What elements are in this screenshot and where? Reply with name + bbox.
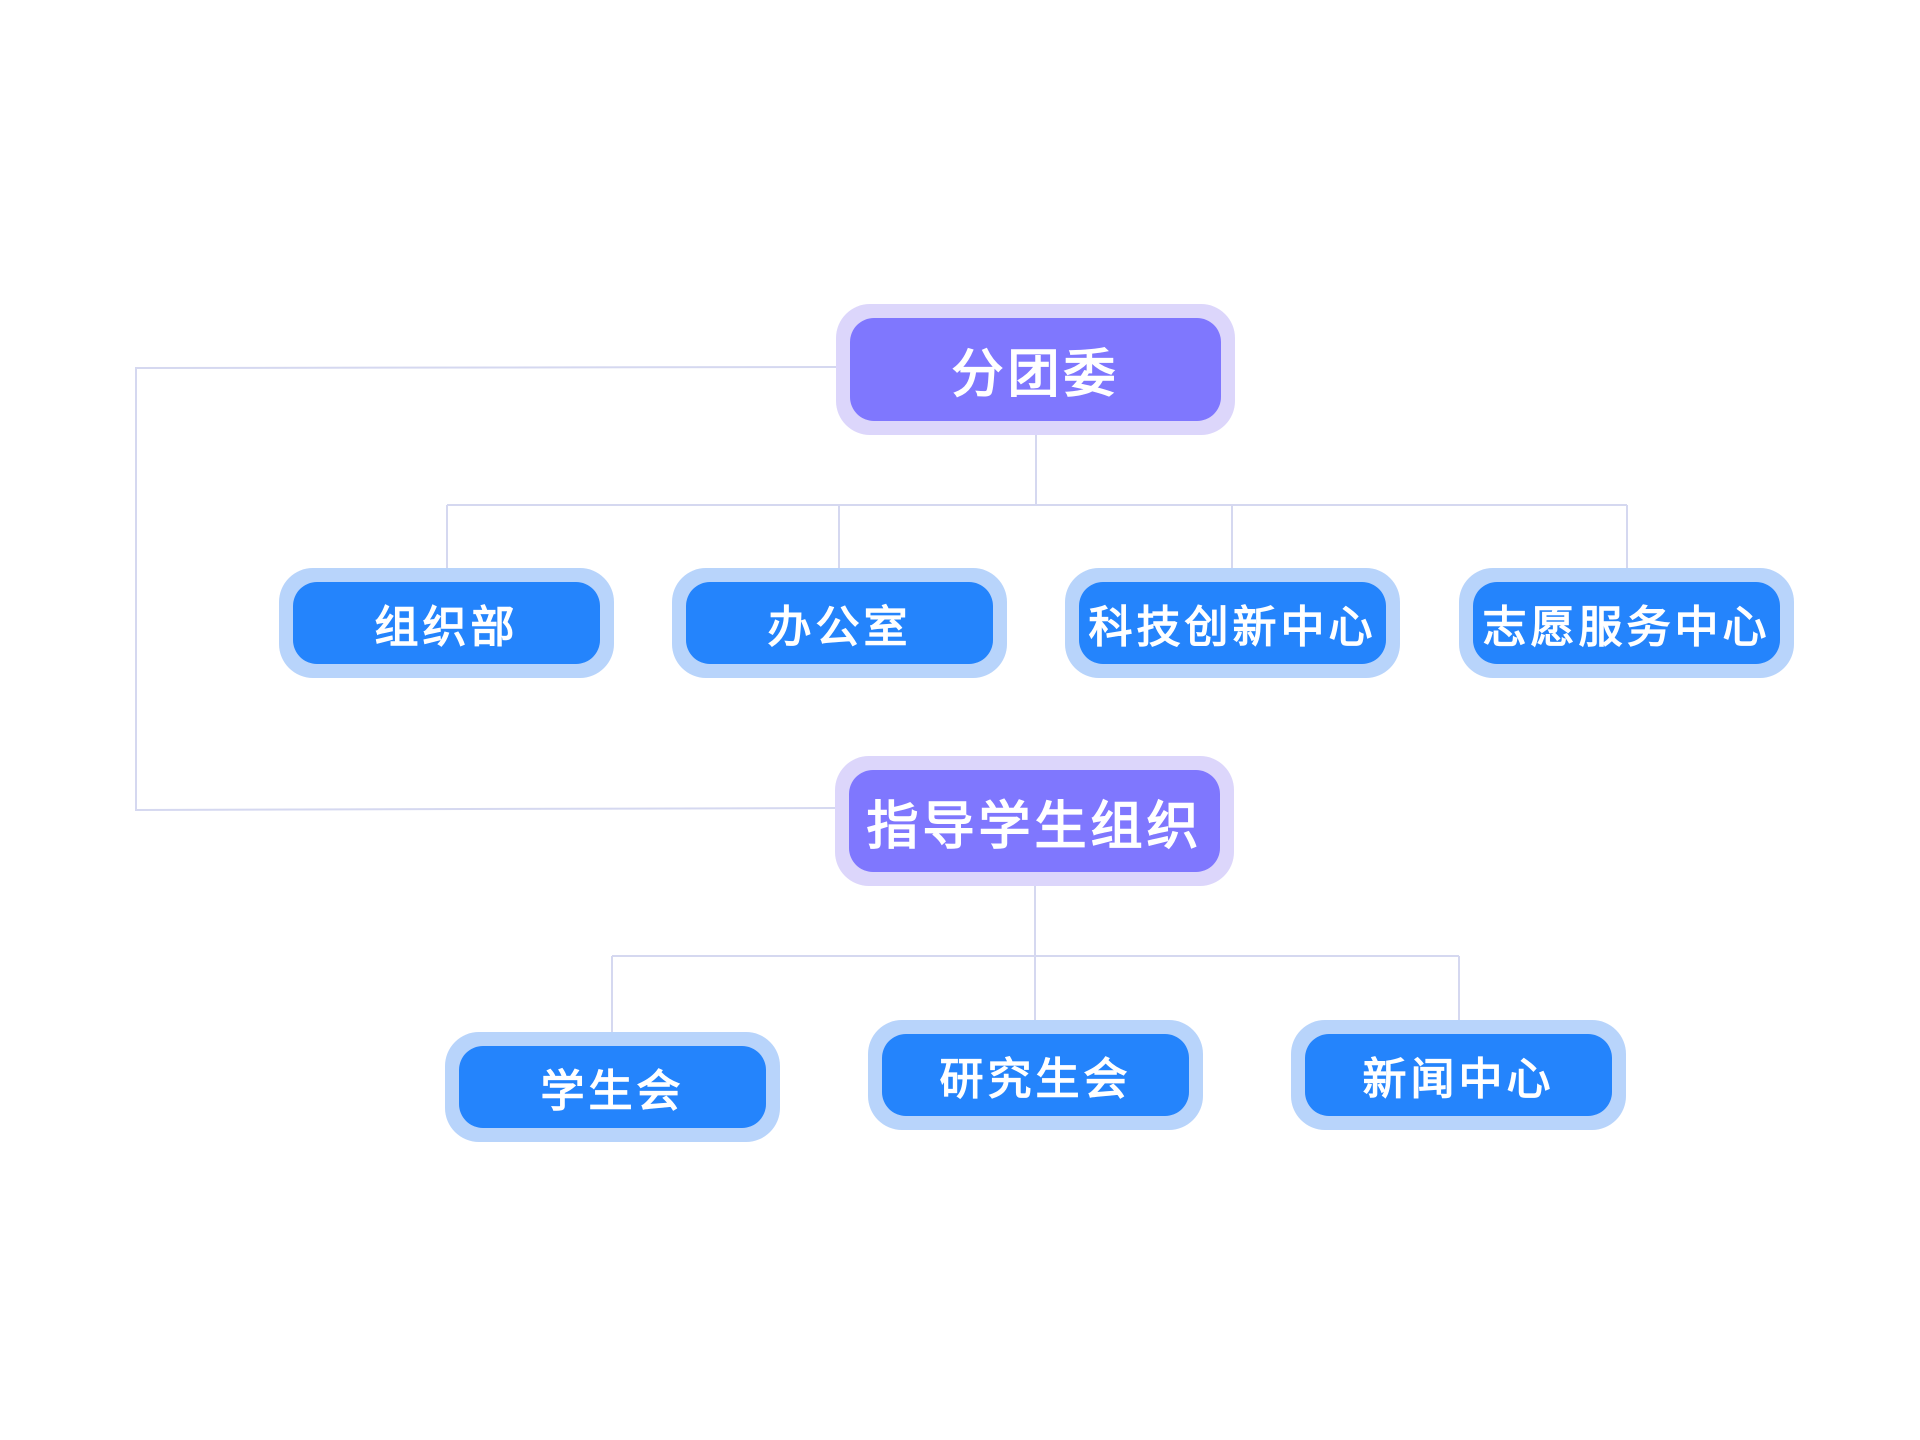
node-yanjiushenghui-label: 研究生会 <box>882 1034 1189 1116</box>
connector-left-bracket <box>135 366 837 812</box>
node-bangongshi-label: 办公室 <box>686 582 993 664</box>
node-zhiyuanfuwu-label: 志愿服务中心 <box>1473 582 1780 664</box>
node-bangongshi: 办公室 <box>672 568 1007 678</box>
node-fentuanwei: 分团委 <box>836 304 1235 435</box>
node-zhiyuanfuwu: 志愿服务中心 <box>1459 568 1794 678</box>
node-zuzhibu: 组织部 <box>279 568 614 678</box>
node-zhidao-xuesheng-zuzhi: 指导学生组织 <box>835 756 1234 886</box>
node-xueshenghui: 学生会 <box>445 1032 780 1142</box>
node-kejichuangxin: 科技创新中心 <box>1065 568 1400 678</box>
node-yanjiushenghui: 研究生会 <box>868 1020 1203 1130</box>
node-zhidao-xuesheng-zuzhi-label: 指导学生组织 <box>849 770 1220 872</box>
node-fentuanwei-label: 分团委 <box>850 318 1221 421</box>
node-xinwenzhongxin: 新闻中心 <box>1291 1020 1626 1130</box>
node-kejichuangxin-label: 科技创新中心 <box>1079 582 1386 664</box>
node-xinwenzhongxin-label: 新闻中心 <box>1305 1034 1612 1116</box>
node-zuzhibu-label: 组织部 <box>293 582 600 664</box>
node-xueshenghui-label: 学生会 <box>459 1046 766 1128</box>
